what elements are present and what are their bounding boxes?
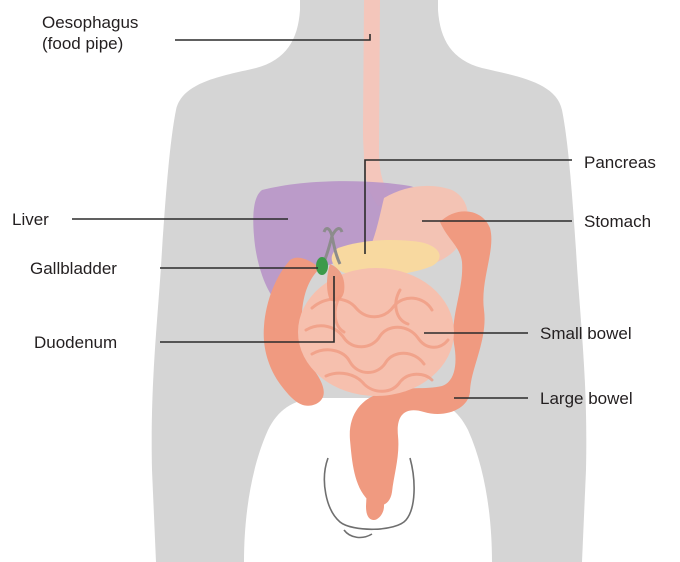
label-large-bowel: Large bowel — [540, 388, 633, 409]
gallbladder-organ — [316, 257, 328, 275]
label-duodenum: Duodenum — [34, 332, 117, 353]
label-gallbladder: Gallbladder — [30, 258, 117, 279]
label-liver: Liver — [12, 209, 49, 230]
label-pancreas: Pancreas — [584, 152, 656, 173]
small-bowel-organ — [298, 268, 454, 396]
label-oesophagus-line1: Oesophagus — [42, 12, 138, 33]
label-stomach: Stomach — [584, 211, 651, 232]
label-small-bowel: Small bowel — [540, 323, 632, 344]
label-oesophagus: Oesophagus (food pipe) — [42, 12, 138, 54]
label-oesophagus-line2: (food pipe) — [42, 33, 138, 54]
